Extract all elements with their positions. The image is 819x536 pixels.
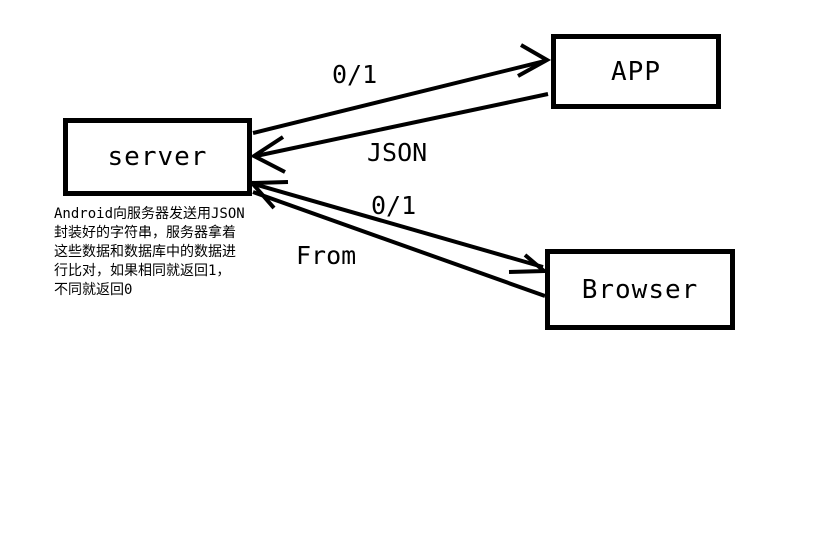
arrowhead-icon (508, 253, 550, 274)
edge-label-app-to-server: JSON (367, 138, 428, 167)
edge-line (252, 190, 546, 298)
edge-browser-to-server (247, 180, 544, 269)
edge-line (252, 59, 546, 135)
node-server-label: server (107, 142, 208, 172)
edge-label-server-to-browser: From (296, 241, 357, 270)
edge-label-server-to-app: 0/1 (332, 60, 378, 89)
annotation-line: 行比对，如果相同就返回1， (54, 263, 231, 279)
annotation-line: 不同就返回0 (54, 282, 133, 298)
node-app[interactable]: APP (551, 34, 721, 109)
node-browser-label: Browser (581, 274, 699, 305)
server-annotation-text: Android向服务器发送用JSON 封装好的字符串，服务器拿着 这些数据和数据… (54, 205, 294, 300)
arrowhead-icon (517, 43, 552, 78)
annotation-line: 封装好的字符串，服务器拿着 (54, 225, 236, 241)
edge-app-to-server (250, 92, 549, 174)
edge-line (253, 182, 544, 269)
edge-line (255, 92, 549, 158)
annotation-line: 这些数据和数据库中的数据进 (54, 244, 236, 260)
node-app-label: APP (611, 56, 661, 87)
edge-server-to-browser (252, 190, 550, 298)
edge-label-browser-to-server: 0/1 (371, 191, 417, 220)
annotation-line: Android向服务器发送用JSON (54, 206, 245, 222)
arrowhead-icon (247, 180, 289, 210)
node-server[interactable]: server (63, 118, 252, 196)
node-browser[interactable]: Browser (545, 249, 735, 330)
arrowhead-icon (250, 135, 286, 174)
edge-server-to-app (252, 43, 552, 135)
